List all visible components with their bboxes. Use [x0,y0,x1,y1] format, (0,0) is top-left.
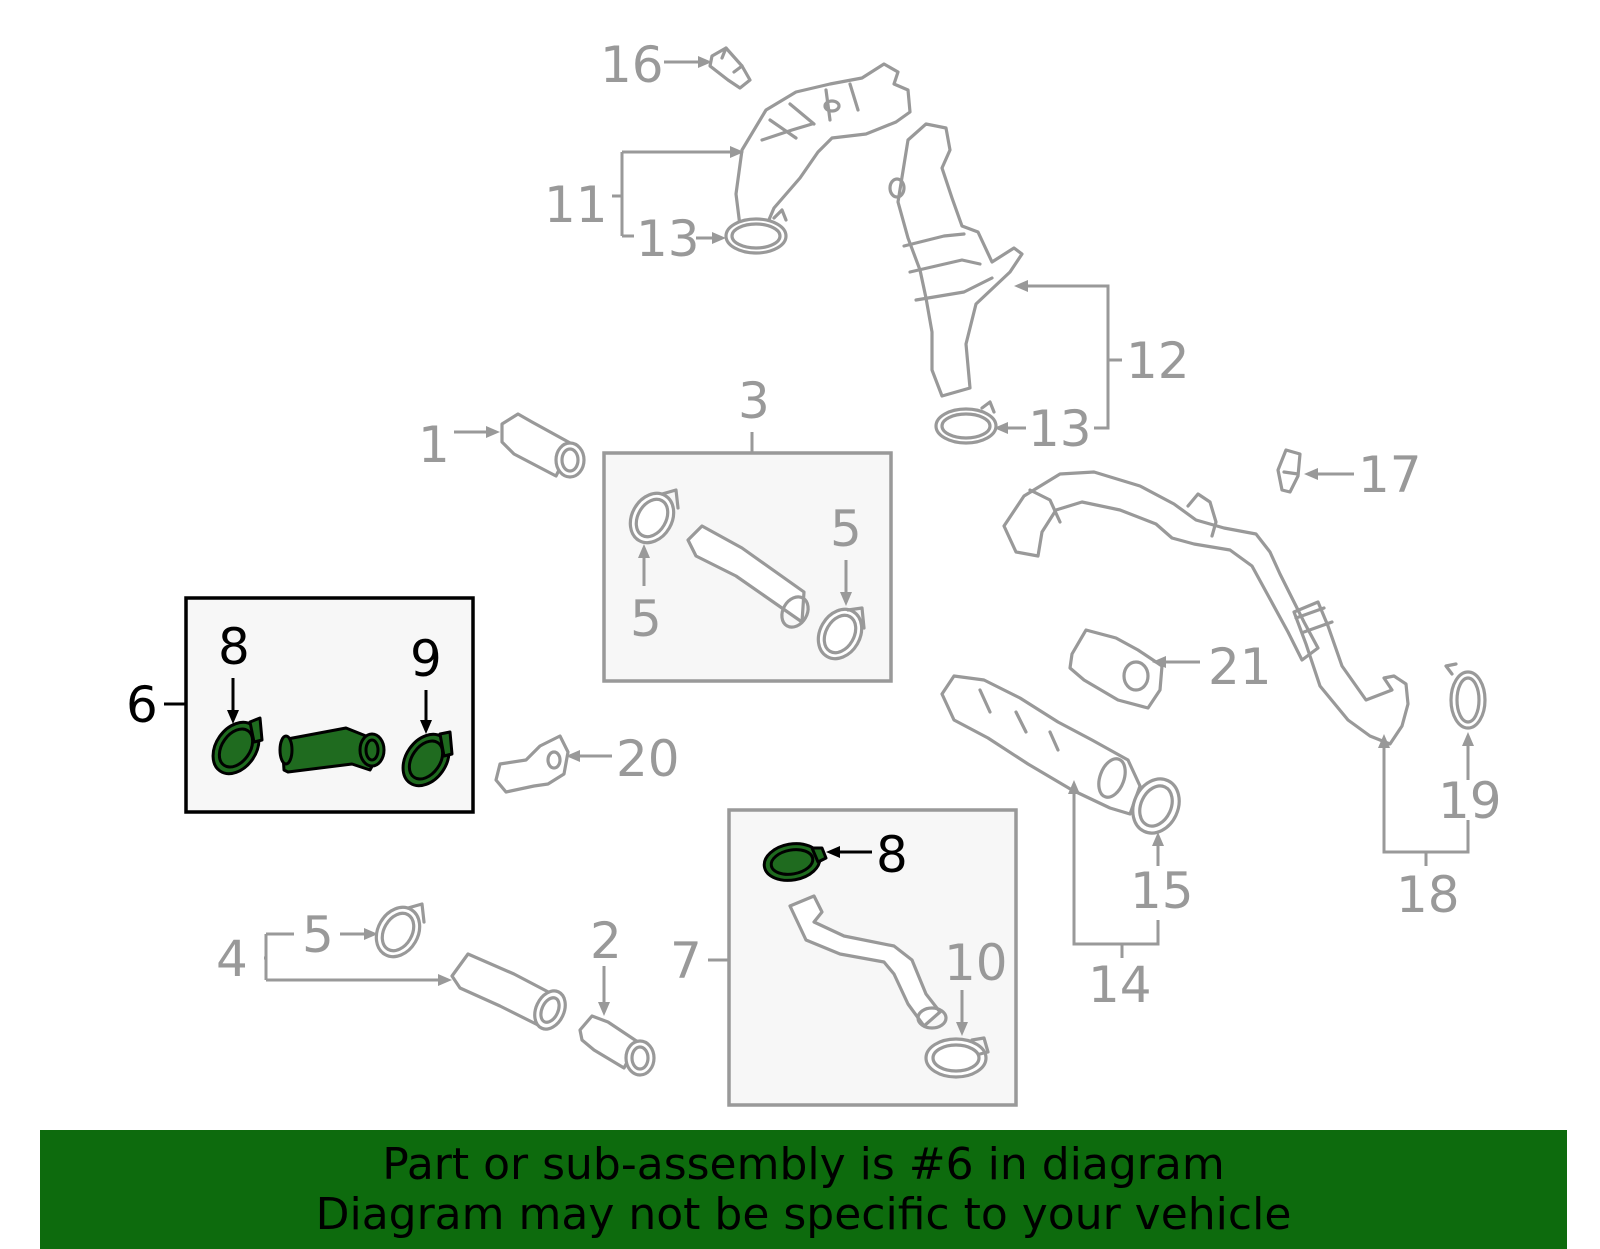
banner-line-1: Part or sub-assembly is #6 in diagram [382,1138,1225,1190]
callout-8-group6: 8 [218,618,250,676]
part-19-clamp[interactable] [1444,662,1487,730]
callout-12: 12 [1126,332,1190,390]
part-8-clamp-group7-highlight[interactable] [761,839,828,884]
info-banner: Part or sub-assembly is #6 in diagram Di… [40,1130,1567,1249]
leaders [264,56,1474,1036]
part-21-actuator[interactable] [1068,628,1164,710]
callout-5-group3-left: 5 [630,590,662,648]
banner-line-2: Diagram may not be specific to your vehi… [315,1188,1292,1240]
callout-2: 2 [590,912,622,970]
callout-20: 20 [616,730,680,788]
callout-14: 14 [1088,956,1152,1014]
part-9-clamp-highlight[interactable] [394,726,459,795]
part-13-clamp-upper[interactable] [724,208,788,255]
callout-11: 11 [544,176,608,234]
part-8-clamp-highlight[interactable] [204,714,269,783]
part-12-charge-pipe[interactable] [888,122,1024,398]
callout-6[interactable]: 6 [126,676,158,734]
part-5-clamp-group3-left[interactable] [622,485,683,550]
callout-8-group7: 8 [876,826,908,884]
callout-17: 17 [1358,446,1422,504]
callout-1: 1 [418,416,450,474]
part-15-clamp[interactable] [1124,771,1188,840]
callout-4: 4 [216,930,248,988]
part-20-flange[interactable] [494,734,570,794]
callout-13-lower: 13 [1028,400,1092,458]
part-16-sensor[interactable] [708,46,752,90]
part-2-connector[interactable] [578,1014,656,1077]
callout-13-upper: 13 [636,210,700,268]
part-7-hose[interactable] [788,894,948,1030]
callout-5-group3-right: 5 [830,500,862,558]
callout-7: 7 [670,932,702,990]
callout-5-lower: 5 [302,906,334,964]
callout-21: 21 [1208,638,1272,696]
callout-10: 10 [944,934,1008,992]
part-6-hose-highlight[interactable] [278,726,386,774]
part-1-connector[interactable] [500,412,586,479]
part-18-intercooler-pipe[interactable] [1002,470,1410,746]
callout-18: 18 [1396,866,1460,924]
part-17-sensor[interactable] [1276,448,1302,494]
part-5-clamp-group3-right[interactable] [810,601,871,666]
part-5-clamp-lower[interactable] [368,899,429,964]
callout-19: 19 [1438,772,1502,830]
part-11-pipe[interactable] [734,62,912,238]
part-13-clamp-lower[interactable] [934,400,998,445]
part-3-hose[interactable] [686,524,813,632]
callout-9: 9 [410,630,442,688]
part-14-duct[interactable] [940,674,1142,816]
callout-3: 3 [738,372,770,430]
leaders-highlight [164,678,872,858]
part-10-clamp[interactable] [924,1036,990,1079]
callout-16: 16 [600,36,664,94]
callouts: 16 11 13 12 13 1 3 5 5 17 21 20 19 18 15… [126,36,1502,1014]
part-4-hose[interactable] [450,952,571,1034]
callout-15: 15 [1130,862,1194,920]
